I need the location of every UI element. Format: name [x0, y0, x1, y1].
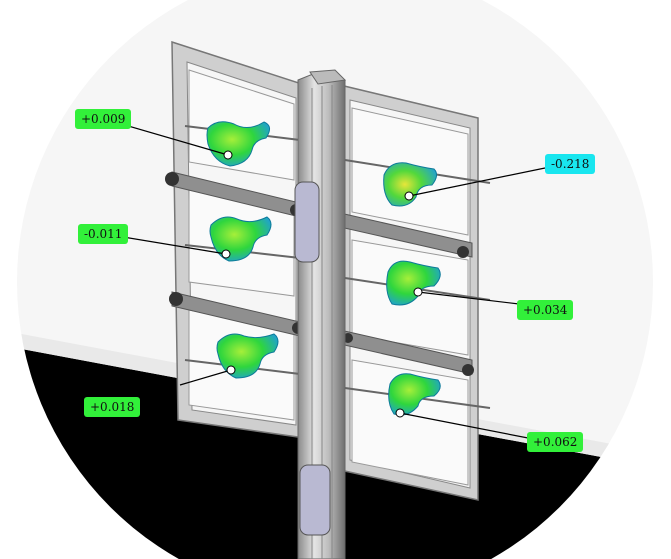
leader-dots	[221, 150, 423, 418]
deviation-label-a3: +0.018	[84, 397, 141, 417]
deviation-label-a2: -0.011	[78, 224, 129, 244]
parts	[206, 121, 441, 416]
center-column	[294, 69, 347, 559]
deviation-label-a1: +0.009	[75, 109, 132, 129]
deviation-label-a5: +0.034	[517, 300, 574, 320]
deviation-label-a4: -0.218	[545, 154, 596, 174]
leader-lines	[116, 122, 546, 439]
deviation-label-a6: +0.062	[527, 432, 584, 452]
